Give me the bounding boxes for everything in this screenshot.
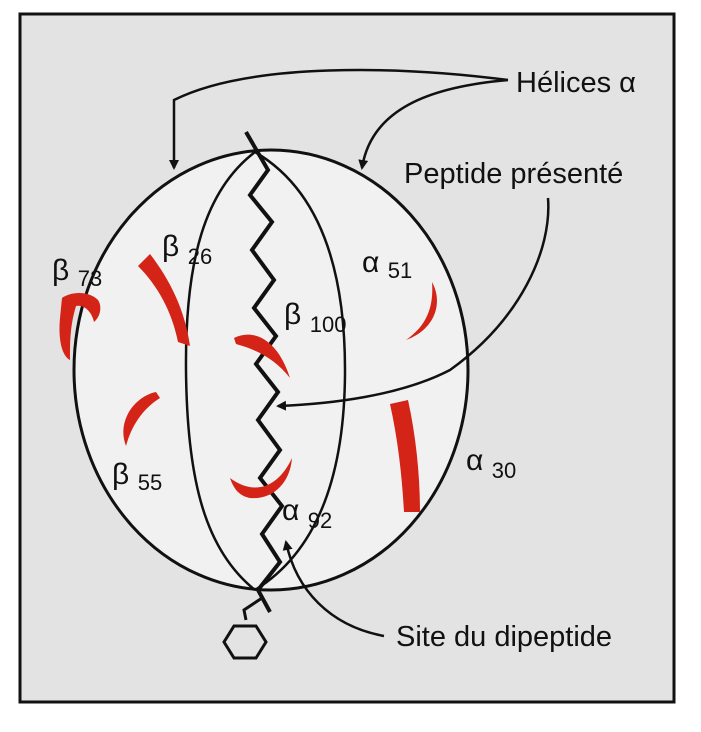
residue-mark-a30 (390, 400, 420, 512)
residue-number: 55 (138, 470, 162, 495)
residue-label-b55: β 55 (112, 458, 162, 495)
residue-number: 26 (188, 244, 212, 269)
residue-label-b100: β 100 (284, 298, 346, 337)
residue-number: 100 (310, 312, 347, 337)
label-site: Site du dipeptide (396, 621, 612, 653)
residue-label-b26: β 26 (162, 230, 212, 269)
residue-letter: α (282, 494, 299, 527)
left-helix-boundary (184, 151, 256, 591)
residue-label-a51: α 51 (362, 246, 412, 283)
site-arrow (282, 540, 385, 638)
residue-number: 73 (78, 266, 102, 291)
residue-mark-a92 (230, 458, 292, 499)
residue-label-b73: β 73 (52, 254, 102, 291)
residue-mark-b100 (234, 334, 290, 378)
residue-mark-b55 (123, 392, 160, 446)
residue-letter: β (162, 230, 179, 263)
peptide-arrow (276, 197, 550, 411)
label-peptide: Peptide présenté (404, 158, 623, 190)
right-helix-boundary (254, 150, 347, 592)
helix-arrow-right (358, 78, 509, 170)
label-helices: Hélices α (516, 67, 636, 99)
peptide-chain (244, 130, 285, 613)
residue-letter: α (466, 444, 483, 477)
residue-number: 92 (308, 508, 332, 533)
residue-mark-b73 (59, 293, 101, 360)
residue-mark-b26 (138, 254, 190, 346)
residue-letter: α (362, 246, 379, 279)
residue-mark-a51 (406, 282, 437, 340)
residue-number: 51 (388, 258, 412, 283)
residue-letter: β (284, 298, 301, 331)
groove-outline (72, 148, 470, 592)
helix-arrow-left (169, 68, 509, 170)
residue-number: 30 (492, 458, 516, 483)
side-chain (242, 596, 263, 621)
residue-letter: β (112, 458, 129, 491)
residue-label-a30: α 30 (466, 444, 516, 483)
hexagon-ring (222, 624, 268, 660)
residue-letter: β (52, 254, 69, 287)
residue-label-a92: α 92 (282, 494, 332, 533)
